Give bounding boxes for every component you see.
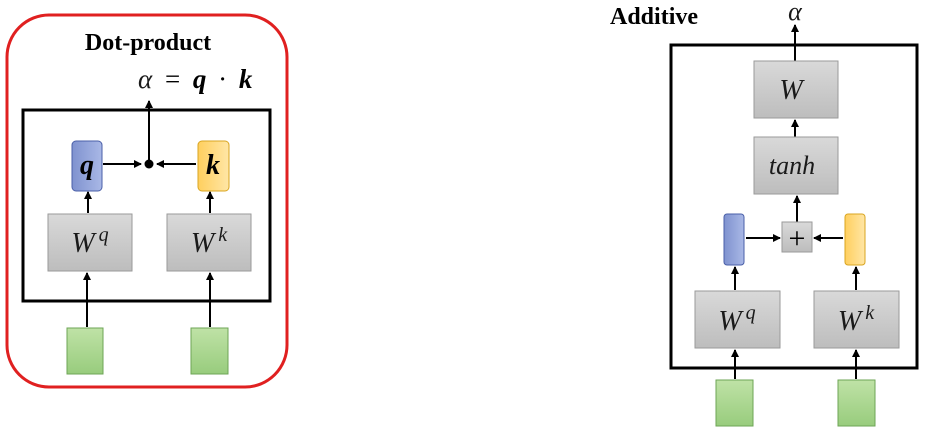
tanh-label: tanh (769, 151, 815, 180)
additive-query-vector (723, 213, 745, 266)
formula-q: q (193, 64, 207, 94)
dot-product-node (144, 159, 154, 169)
additive-input-left (715, 379, 754, 427)
input-left (66, 327, 104, 375)
dot-product-highlight-frame (5, 13, 289, 389)
additive-alpha: α (788, 0, 803, 26)
input-right (190, 327, 229, 375)
dot-product-title: Dot-product (85, 30, 211, 56)
dot-product-module-box (21, 108, 272, 303)
key-label: k (206, 150, 220, 181)
dot-product-formula: α = q · k (138, 64, 253, 94)
formula-dot: · (218, 64, 227, 94)
weight-wk-box (166, 213, 252, 272)
formula-k: k (239, 64, 253, 94)
additive-title: Additive (610, 4, 698, 30)
tanh-box (753, 136, 839, 195)
plus-label: + (789, 222, 806, 255)
additive-input-right (837, 379, 876, 427)
additive-w-label: W (779, 75, 805, 106)
weight-wq-box (47, 213, 133, 272)
additive-w-box (753, 60, 839, 119)
additive-key-vector (844, 213, 866, 266)
plus-node (781, 221, 813, 253)
formula-alpha: α (138, 64, 153, 94)
formula-equals: = (165, 64, 180, 94)
additive-wk-box (813, 290, 900, 349)
additive-wq-box (694, 290, 781, 349)
query-label: q (80, 150, 94, 181)
